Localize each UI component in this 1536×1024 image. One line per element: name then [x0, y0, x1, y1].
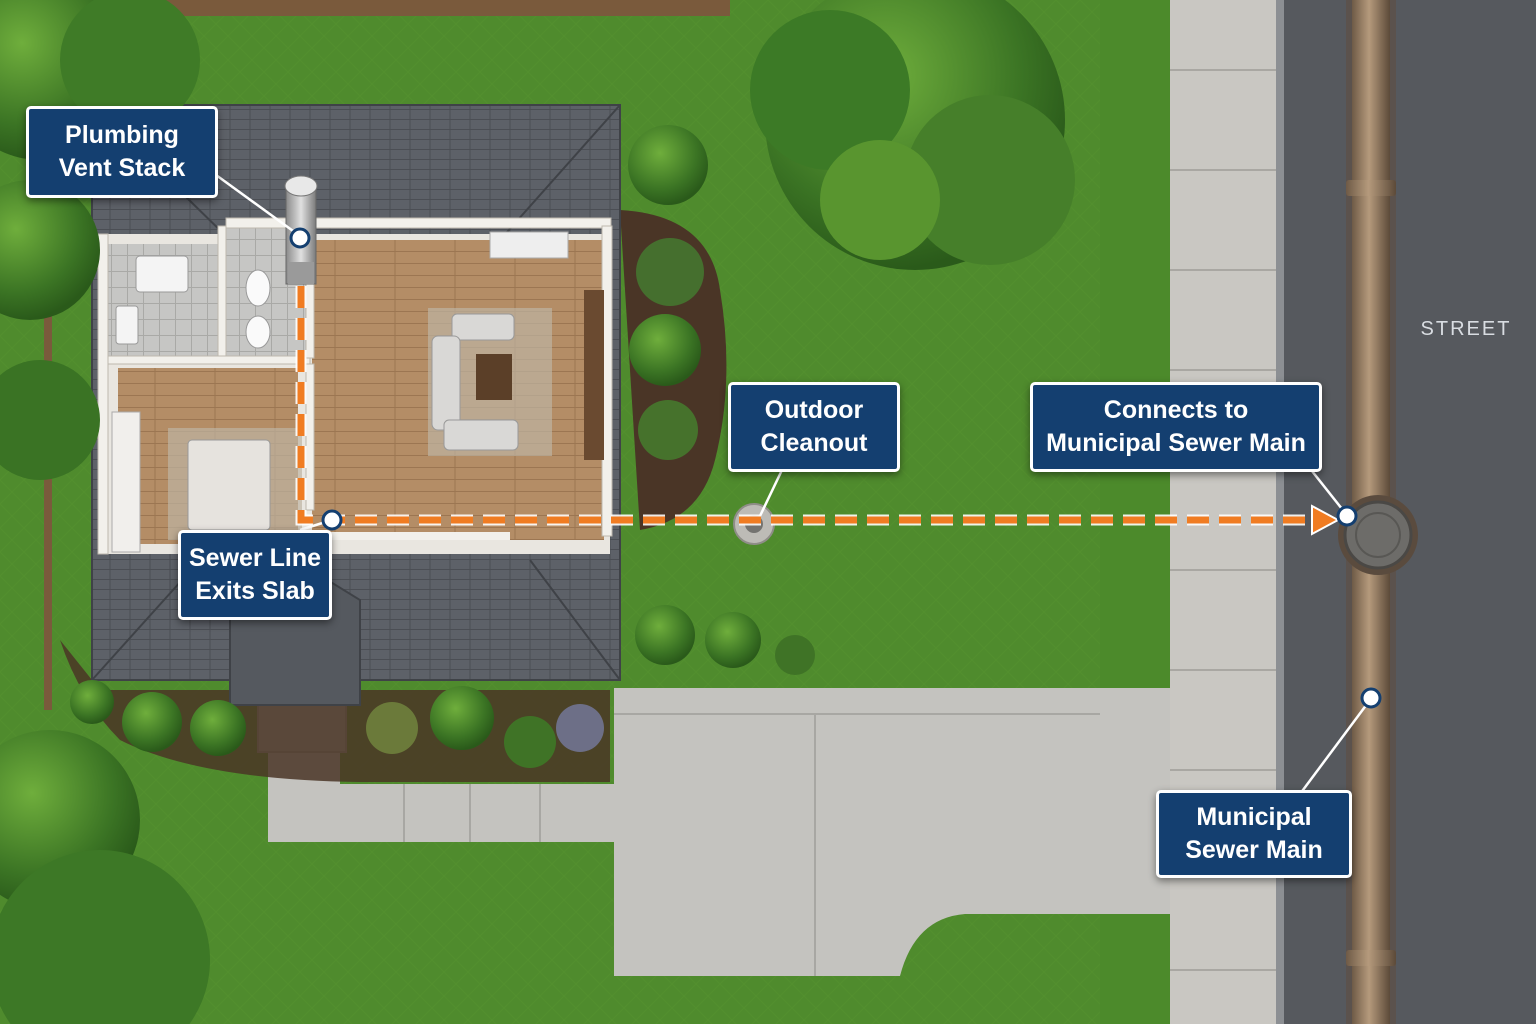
callout-line: Sewer Main: [1185, 836, 1323, 864]
callout-line: Connects to: [1103, 396, 1249, 424]
shrubs: [70, 125, 815, 768]
house-interior-cutaway: [97, 217, 613, 555]
callout-municipal-sewer-main: Municipal Sewer Main: [1156, 790, 1352, 878]
callout-line: Outdoor: [764, 396, 864, 424]
callout-line: Vent Stack: [58, 154, 186, 182]
callout-line: Municipal Sewer Main: [1046, 429, 1306, 457]
sewer-line-path: [295, 286, 1341, 536]
manhole-cover: [1338, 495, 1418, 575]
back-fence: [140, 0, 730, 16]
callout-line: Exits Slab: [195, 577, 315, 605]
callout-sewer-line-exits-slab: Sewer Line Exits Slab: [178, 530, 332, 620]
callout-connects-to-sewer-main: Connects to Municipal Sewer Main: [1030, 382, 1322, 472]
callout-outdoor-cleanout: Outdoor Cleanout: [728, 382, 900, 472]
callout-line: Sewer Line: [189, 544, 321, 572]
marker-dots: [289, 227, 1382, 709]
callout-plumbing-vent-stack: Plumbing Vent Stack: [26, 106, 218, 198]
callout-line: Municipal: [1196, 803, 1312, 831]
callout-line: Cleanout: [760, 429, 868, 457]
street-label: STREET: [1420, 318, 1512, 340]
tree-large: [750, 0, 1075, 270]
callout-line: Plumbing: [65, 121, 179, 149]
curb: [1276, 0, 1284, 1024]
driveway: [614, 688, 1170, 976]
front-walkway-path: [268, 784, 614, 842]
